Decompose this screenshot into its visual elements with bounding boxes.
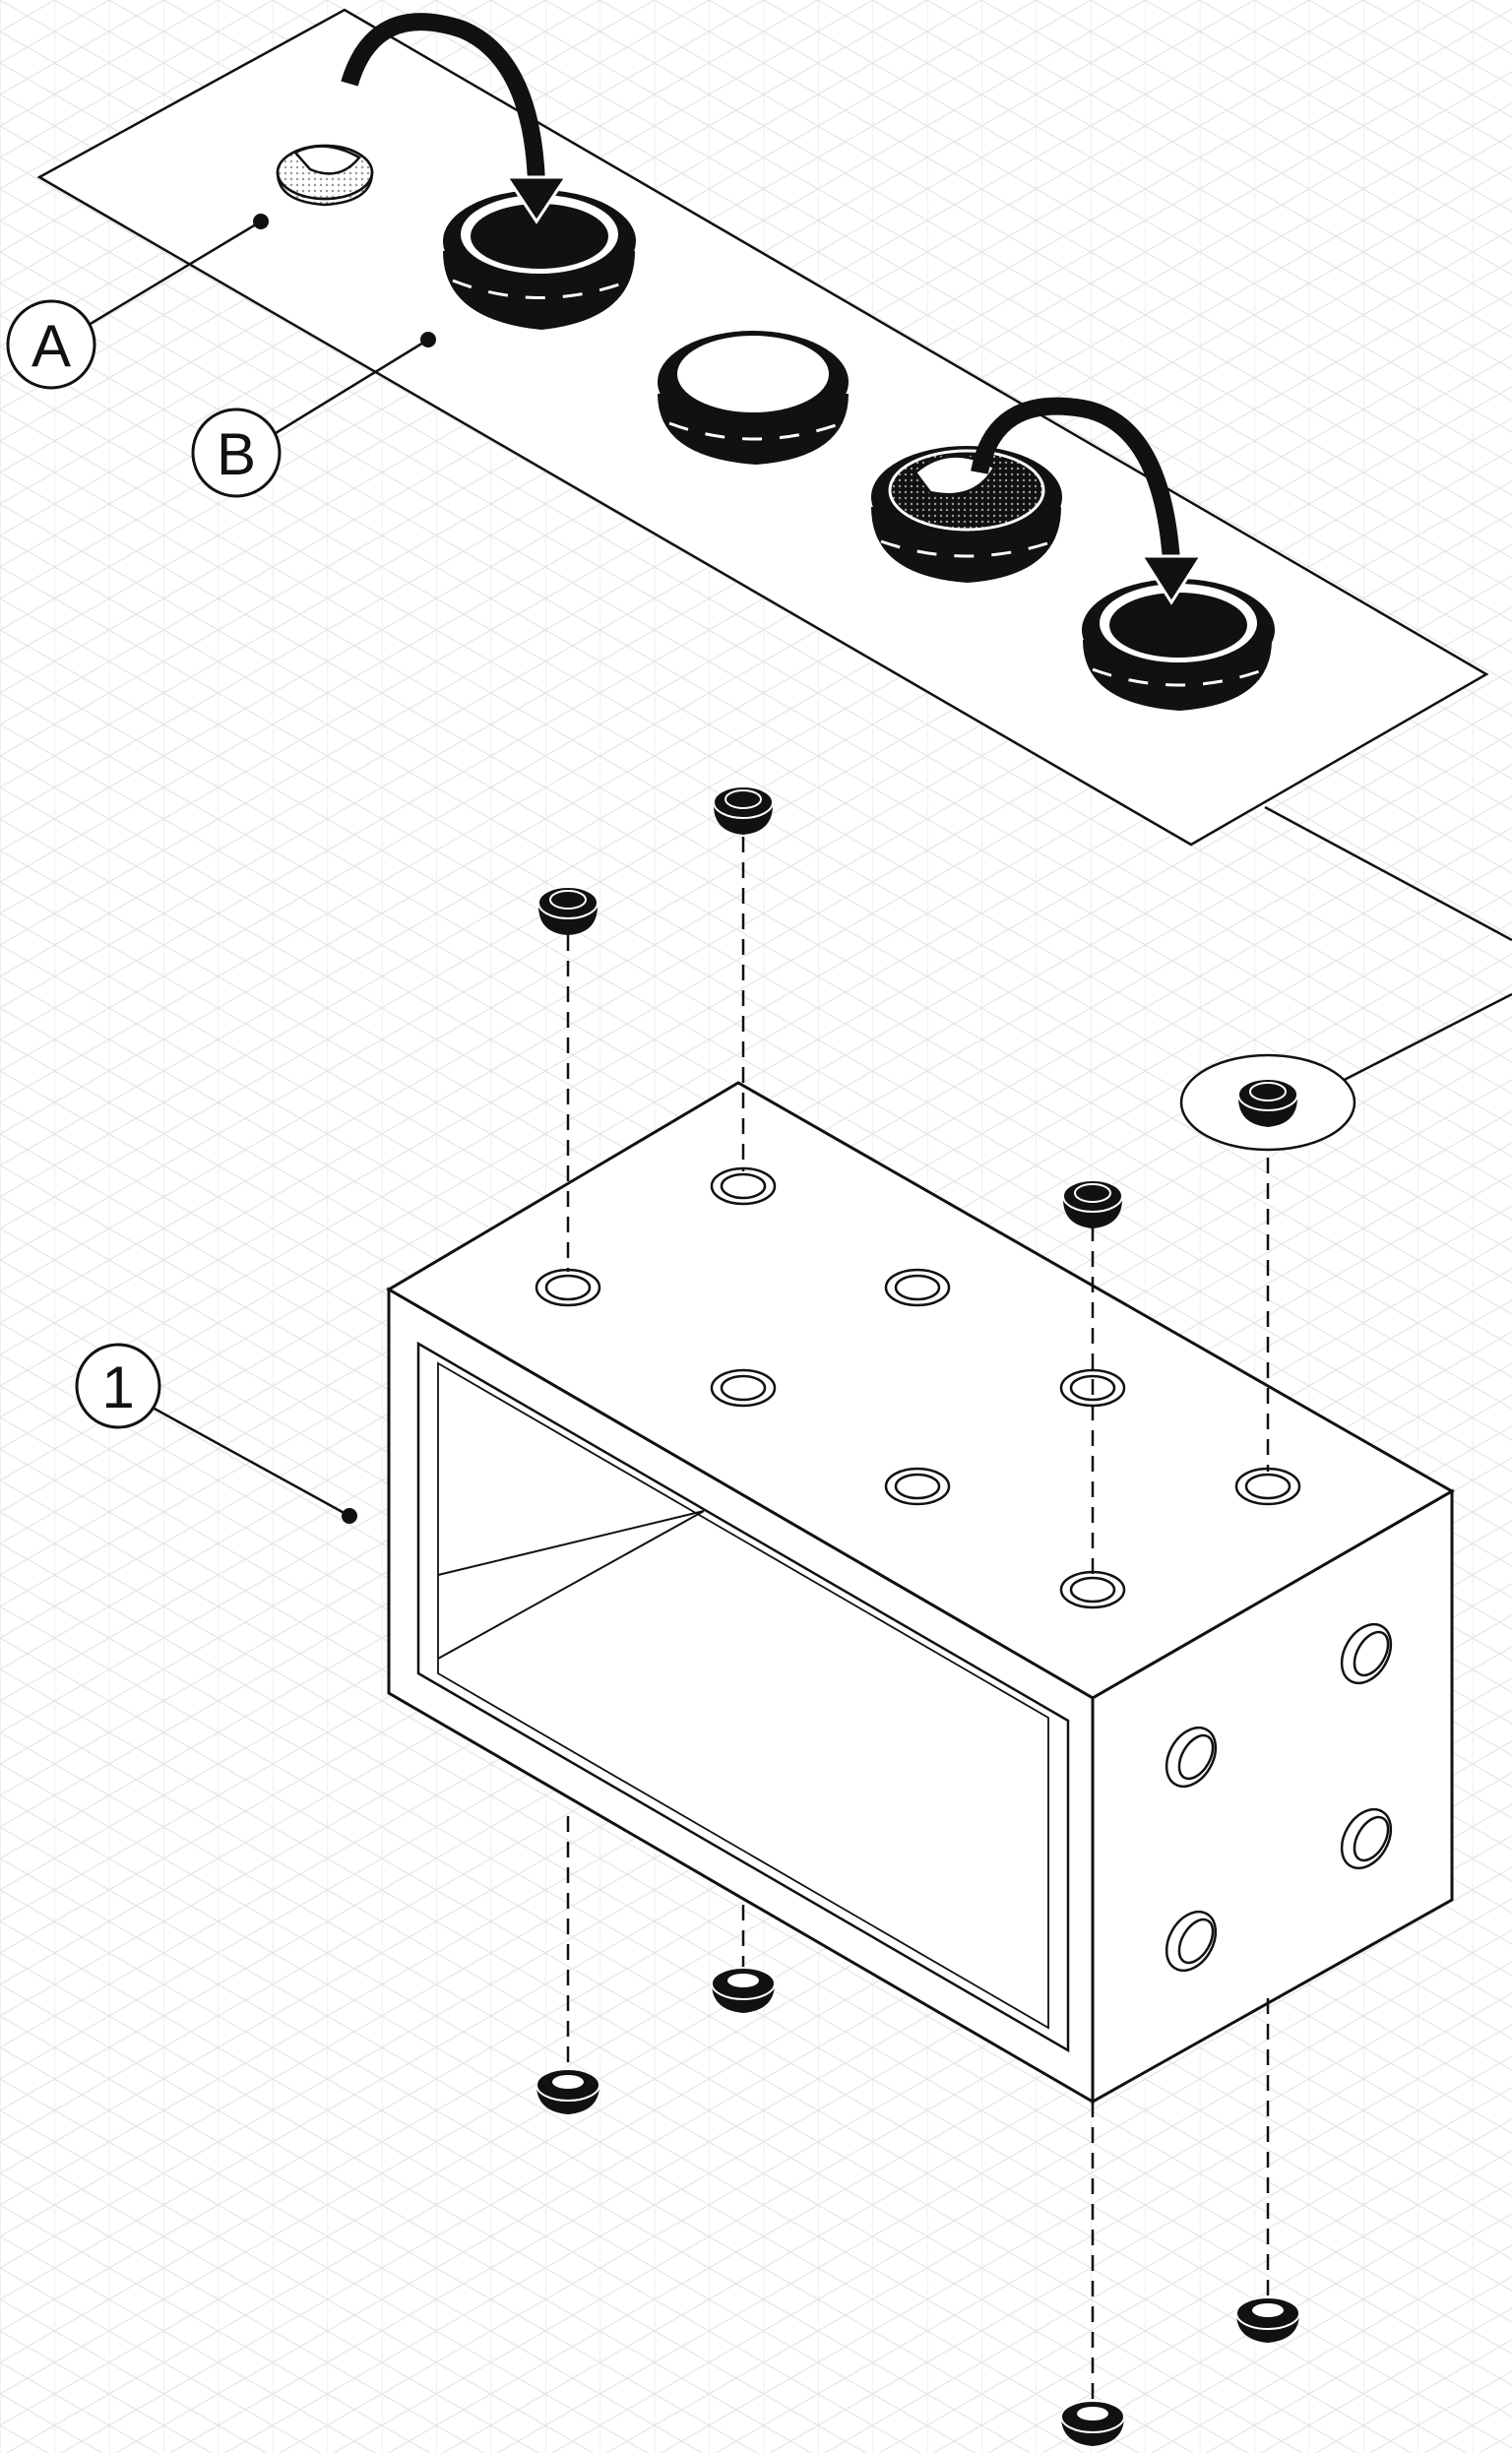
side-holes xyxy=(1165,1622,1393,1973)
box-inner-edge xyxy=(437,1510,705,1660)
callout-1-label: 1 xyxy=(101,1354,134,1420)
rubber-foot xyxy=(1060,2400,1125,2446)
box-opening xyxy=(416,1341,1070,2053)
box-body xyxy=(386,1081,1456,2105)
callout-a: A xyxy=(6,214,269,390)
rubber-foot xyxy=(536,2068,600,2114)
curved-arrow-icon xyxy=(341,13,569,224)
rubber-foot xyxy=(713,786,774,835)
foot-pad-2 xyxy=(658,331,849,465)
callout-b: B xyxy=(191,332,436,498)
rubber-foot xyxy=(1062,1179,1123,1228)
box-opening-inner xyxy=(437,1361,1049,2030)
rubber-foot-on-disc xyxy=(1179,1053,1356,1152)
rubber-foot xyxy=(537,886,598,935)
guide-lines xyxy=(566,837,1270,2402)
foot-pad-4 xyxy=(1082,579,1275,711)
callout-b-label: B xyxy=(217,421,256,487)
rubber-foot xyxy=(1235,2296,1300,2343)
pad-a xyxy=(276,144,374,207)
curved-arrow-icon xyxy=(971,397,1204,605)
callout-a-label: A xyxy=(32,313,71,379)
callout-1: 1 xyxy=(75,1343,357,1524)
rubber-foot xyxy=(711,1967,776,2013)
rubber-feet-bottom xyxy=(536,1967,1300,2446)
foot-pad-1 xyxy=(443,190,636,330)
leader-line xyxy=(1264,805,1512,1095)
foot-pad-3 xyxy=(871,446,1062,583)
rubber-feet-top xyxy=(537,786,1356,1228)
